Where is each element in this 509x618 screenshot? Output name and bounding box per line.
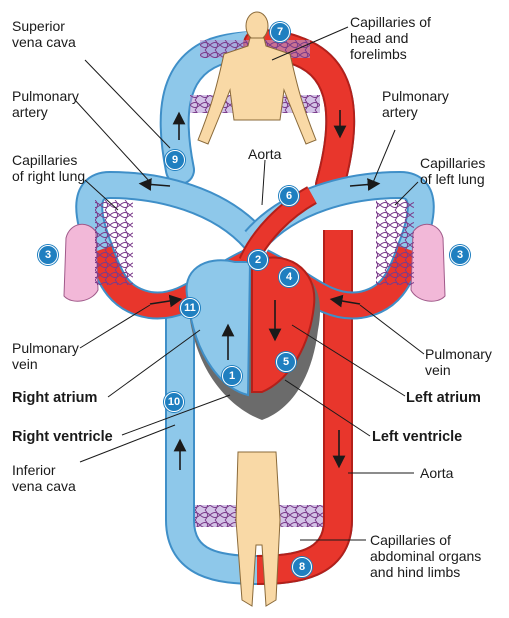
label-capillaries-left-lung: Capillaries of left lung	[420, 155, 486, 187]
label-left-ventricle: Left ventricle	[372, 429, 463, 445]
label-right-ventricle: Right ventricle	[12, 429, 113, 445]
label-superior-vena-cava: Superior vena cava	[12, 18, 76, 50]
badge-6: 6	[279, 186, 299, 206]
badge-4: 4	[279, 267, 299, 287]
badge-3-left: 3	[450, 245, 470, 265]
label-right-atrium: Right atrium	[12, 390, 98, 406]
flow-arrows	[138, 110, 381, 470]
right-heart	[185, 259, 252, 397]
label-capillaries-head: Capillaries of head and forelimbs	[350, 14, 431, 62]
label-aorta-top: Aorta	[248, 146, 282, 162]
badge-10: 10	[164, 392, 184, 412]
label-pulmonary-artery-right: Pulmonary artery	[382, 88, 449, 120]
label-pulmonary-vein-right: Pulmonary vein	[425, 346, 492, 378]
label-pulmonary-vein-left: Pulmonary vein	[12, 340, 79, 372]
badge-7: 7	[270, 22, 290, 42]
badge-3-right: 3	[38, 245, 58, 265]
label-capillaries-right-lung: Capillaries of right lung	[12, 152, 86, 184]
badge-8: 8	[292, 557, 312, 577]
left-heart	[251, 256, 316, 393]
label-left-atrium: Left atrium	[406, 390, 481, 406]
label-inferior-vena-cava: Inferior vena cava	[12, 462, 76, 494]
badge-11: 11	[180, 298, 200, 318]
badge-1: 1	[222, 366, 242, 386]
badge-9: 9	[165, 150, 185, 170]
leader-lines	[74, 26, 425, 541]
lower-body-figure	[235, 451, 281, 607]
label-aorta-right: Aorta	[420, 465, 454, 481]
upper-body-figure	[197, 11, 317, 145]
label-capillaries-abdominal: Capillaries of abdominal organs and hind…	[370, 532, 482, 580]
label-pulmonary-artery-left: Pulmonary artery	[12, 88, 79, 120]
badge-2: 2	[248, 250, 268, 270]
badge-5: 5	[276, 352, 296, 372]
